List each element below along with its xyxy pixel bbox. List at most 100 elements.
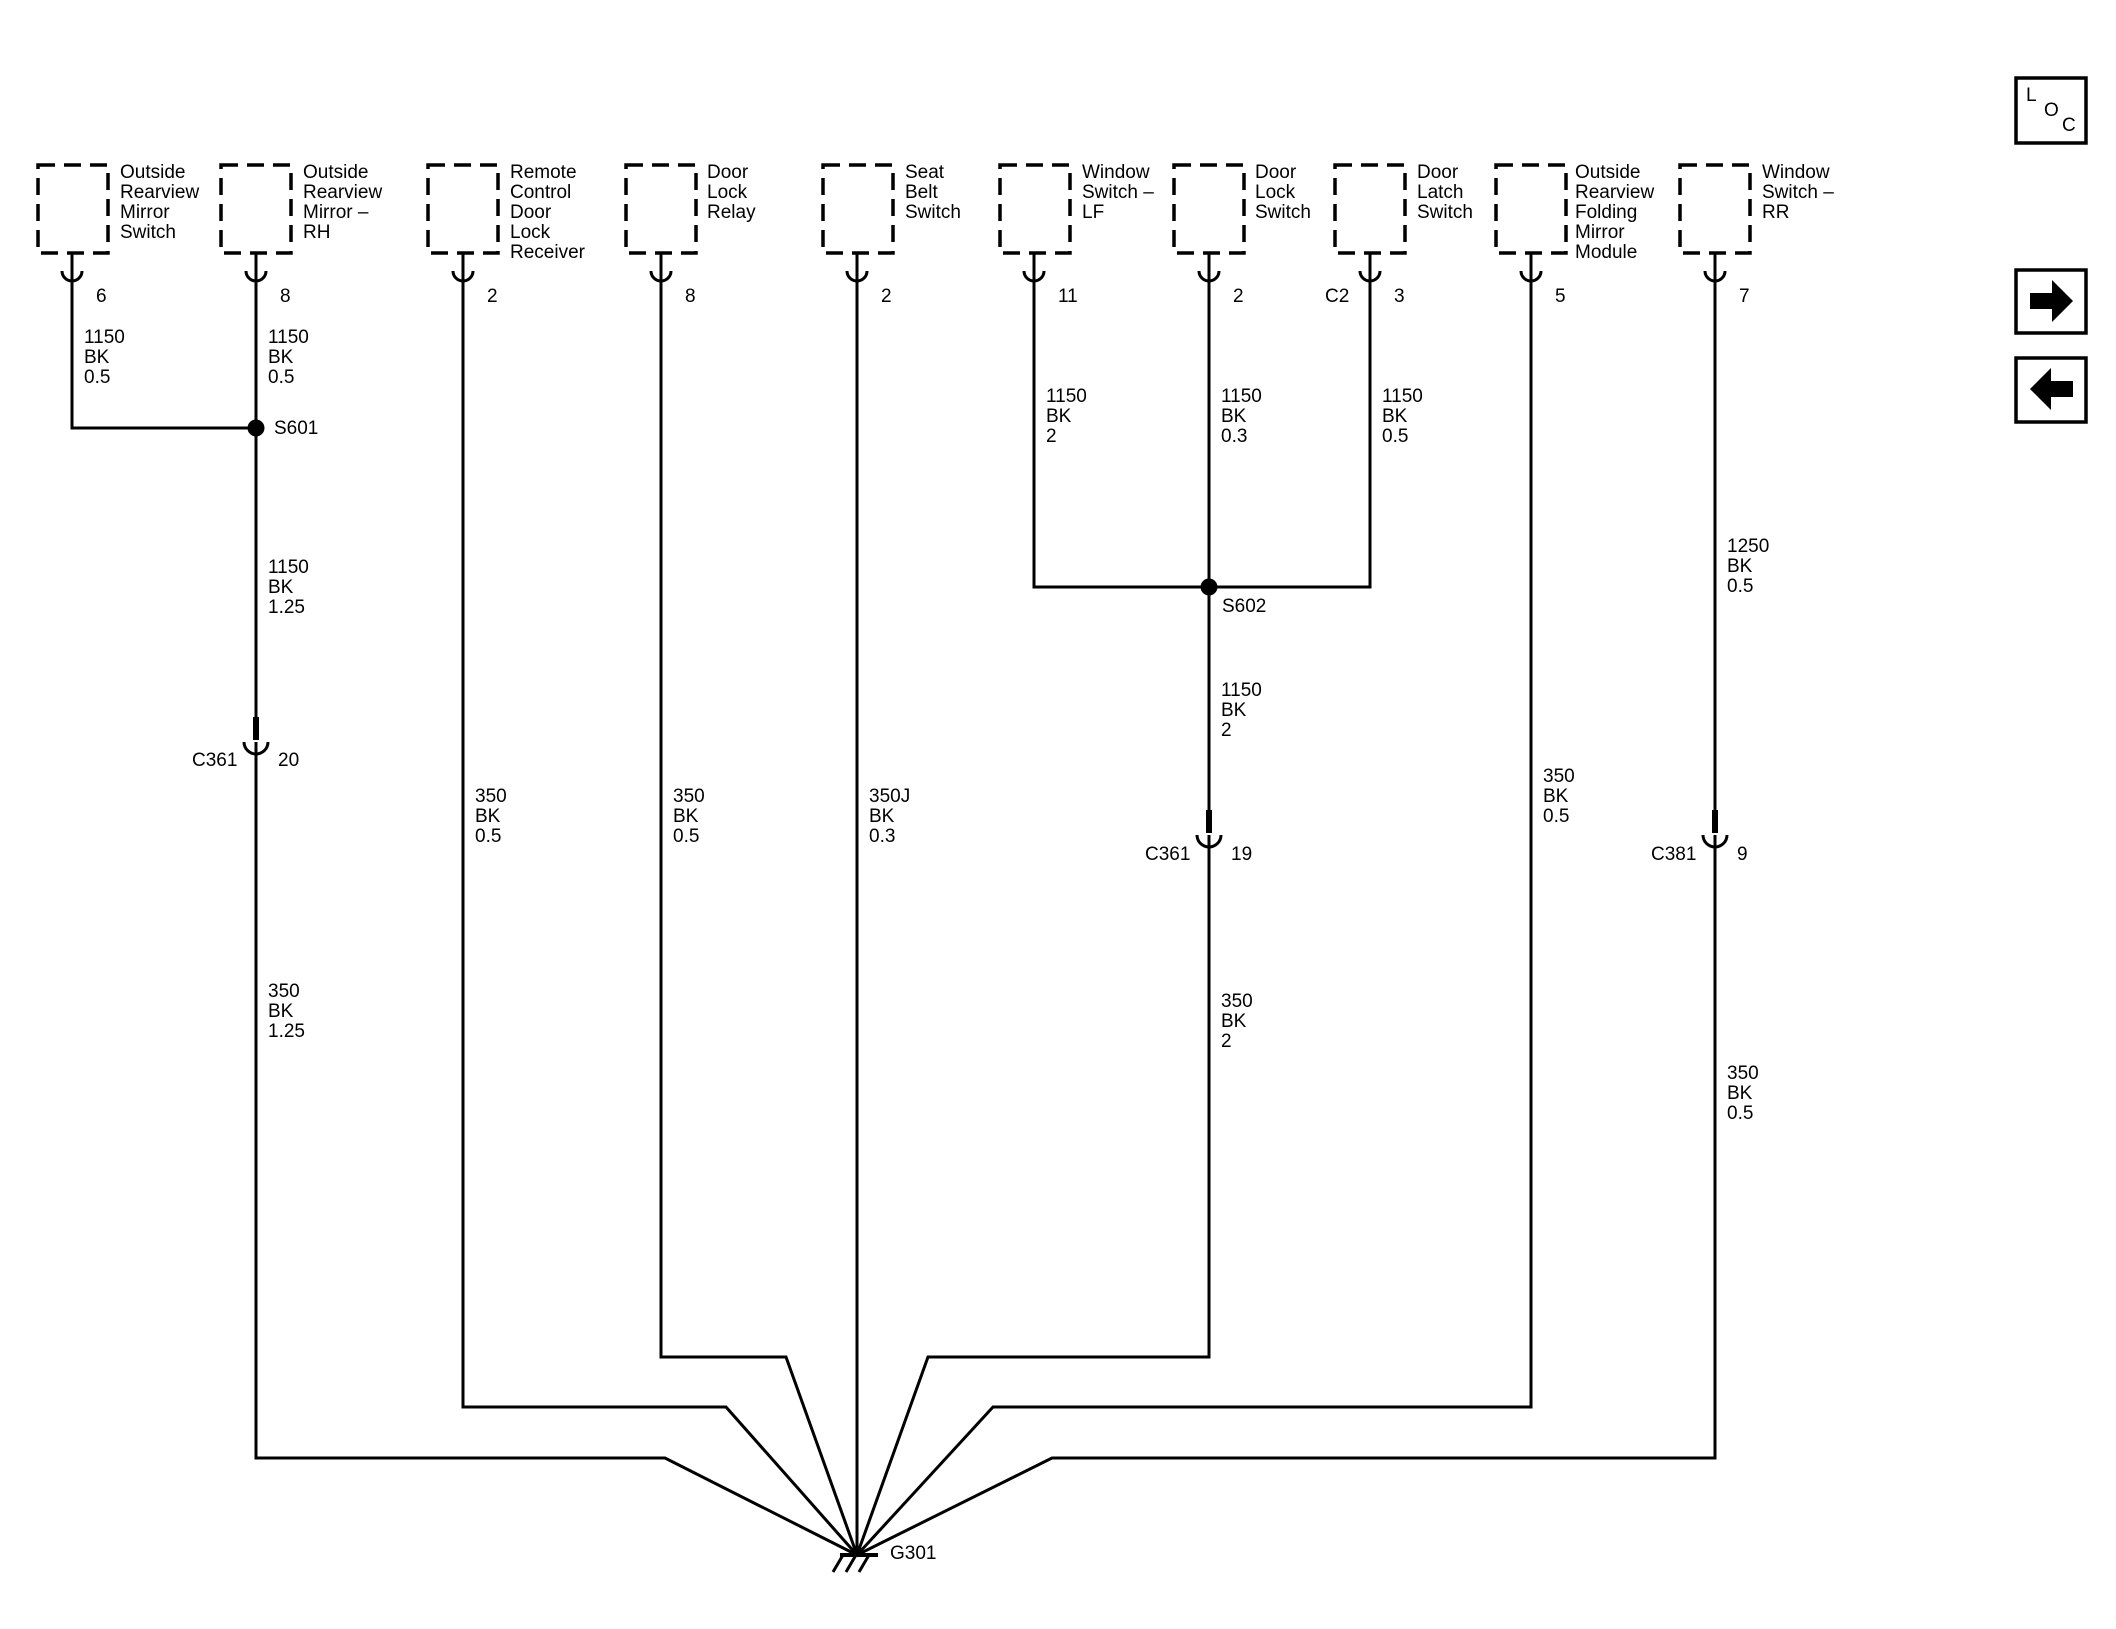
pin-terminal	[1022, 253, 1046, 283]
pin-terminal	[1197, 253, 1221, 283]
component-box-seat-belt	[821, 163, 895, 255]
pin-number: 5	[1555, 286, 1566, 307]
pin-number: 2	[881, 286, 892, 307]
splice-dot	[1200, 578, 1218, 596]
component-box-remote-receiver	[426, 163, 500, 255]
pin-number: 6	[96, 286, 107, 307]
ground-icon	[831, 1554, 845, 1573]
pin-terminals	[60, 253, 1727, 283]
component-box-window-switch-rr	[1678, 163, 1752, 255]
pin-number: 8	[685, 286, 696, 307]
pin-terminal	[1358, 253, 1382, 283]
wire-window-switch-lf	[1032, 282, 1372, 589]
component-box-window-switch-lf	[998, 163, 1072, 255]
back-button[interactable]	[2014, 356, 2088, 424]
arrow-right-icon	[2030, 280, 2073, 322]
wire-door-lock-relay	[659, 282, 859, 1556]
wire-remote-receiver	[461, 282, 859, 1556]
connector-pin: 19	[1231, 844, 1252, 865]
component-box-folding-mirror	[1494, 163, 1568, 255]
connector-name: C381	[1651, 844, 1696, 865]
loc-letter: C	[2062, 115, 2076, 136]
inline-connector-c361-19: C361 19	[1145, 810, 1252, 865]
wire-mirror-switch	[70, 282, 256, 430]
component-boxes	[36, 163, 1752, 255]
loc-button-frame[interactable]	[2014, 76, 2088, 145]
pin-number: 11	[1058, 286, 1078, 307]
wire-c361-20-to-ground	[254, 757, 858, 1557]
loc-letter: L	[2026, 85, 2037, 106]
wire-folding-mirror	[855, 282, 1533, 1557]
pin-terminal	[845, 253, 869, 283]
splice-dot	[247, 419, 265, 437]
connector-pin: 9	[1737, 844, 1748, 865]
component-box-door-latch-switch	[1333, 163, 1407, 255]
ground-icon	[844, 1554, 858, 1573]
pin-number: 2	[1233, 286, 1244, 307]
pin-number: 2	[487, 286, 498, 307]
pin-terminal	[649, 253, 673, 283]
pin-terminal	[60, 253, 84, 283]
inline-connector-c361-20: C361 20	[192, 717, 299, 771]
ground-g301: G301	[831, 1543, 936, 1573]
ground-label: G301	[890, 1543, 936, 1564]
splices: S601 S602	[247, 418, 1266, 617]
pin-number: 3	[1394, 286, 1405, 307]
forward-button[interactable]	[2014, 268, 2088, 335]
loc-button[interactable]: L O C	[2014, 76, 2088, 145]
ground-icon	[857, 1554, 871, 1573]
component-box-mirror-rh	[219, 163, 293, 255]
connector-name: C2	[1325, 286, 1349, 307]
component-box-door-lock-relay	[624, 163, 698, 255]
pin-number: 7	[1739, 286, 1750, 307]
inline-connector-c381-9: C381 9	[1651, 810, 1748, 865]
splice-label-s601: S601	[274, 418, 318, 439]
pin-terminal	[244, 253, 268, 283]
splice-label-s602: S602	[1222, 596, 1266, 617]
inline-connectors: C361 20 C361 19 C381 9	[192, 717, 1748, 865]
connector-name: C361	[192, 750, 237, 771]
pin-numbers: 6 8 2 8 2 11 2 3 C2 5 7	[96, 286, 1750, 307]
wire-c361-19-to-ground	[855, 850, 1211, 1556]
connector-name: C361	[1145, 844, 1190, 865]
pin-terminal	[451, 253, 475, 283]
pin-terminal	[1703, 253, 1727, 283]
pin-number: 8	[280, 286, 291, 307]
wire-c381-9-to-ground	[856, 850, 1717, 1557]
component-box-mirror-switch	[36, 163, 110, 255]
pin-terminal	[1519, 253, 1543, 283]
arrow-left-icon	[2030, 368, 2073, 410]
connector-pin: 20	[278, 750, 299, 771]
wires	[70, 282, 1717, 1557]
loc-letter: O	[2044, 100, 2059, 121]
component-box-door-lock-switch	[1172, 163, 1246, 255]
